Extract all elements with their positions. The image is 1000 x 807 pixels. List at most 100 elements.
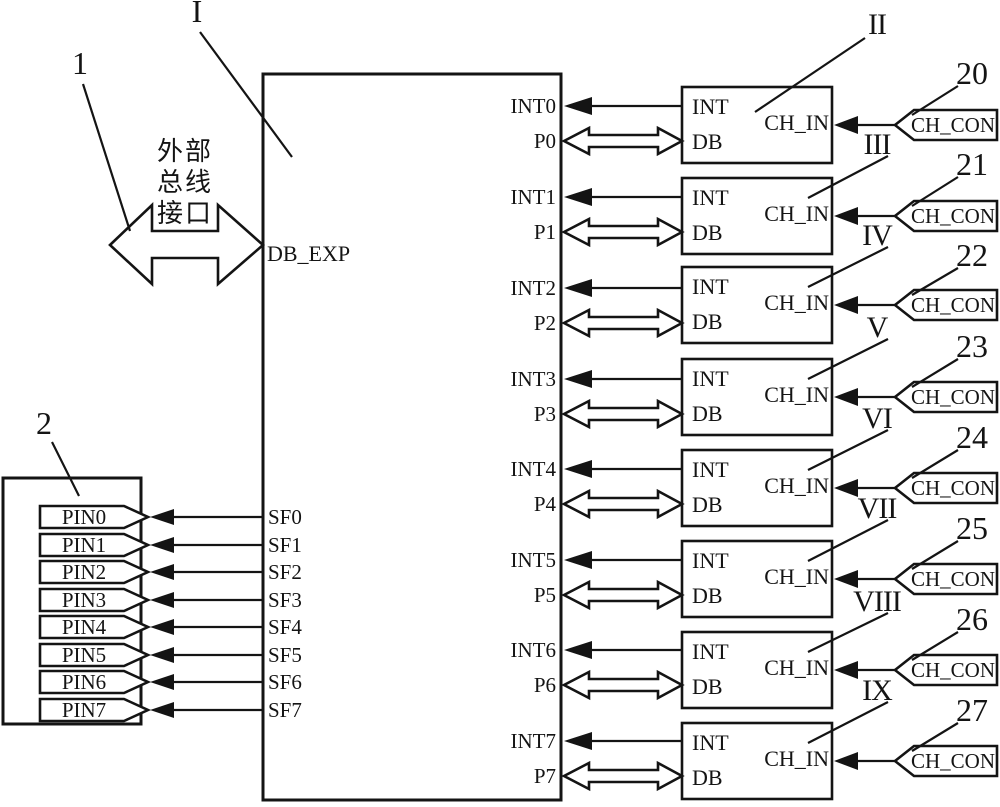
channel-db-label: DB: [692, 674, 723, 699]
ch-in-arrowhead: [834, 296, 858, 314]
pin-row-2: PIN2 SF2: [38, 559, 302, 585]
channel-7: INT DB CH_IN CH_CON 27 IX: [561, 674, 999, 801]
p-pin-label: P6: [534, 673, 556, 697]
external-bus-arrow: [108, 201, 265, 287]
pin-tag-label: PIN6: [62, 670, 106, 694]
channel-num-line: [911, 631, 959, 661]
channel-4: INT DB CH_IN CH_CON 24 VI: [561, 402, 999, 528]
ref-line-bus: [81, 83, 132, 232]
pin-tag-label: PIN5: [62, 643, 106, 667]
ch-in-arrowhead: [834, 479, 858, 497]
int-arrowhead: [564, 279, 592, 297]
pin-row-4: PIN4 SF4: [38, 614, 302, 640]
channel-db-label: DB: [692, 765, 723, 790]
channel-roman-line: [807, 701, 889, 744]
channel-num-label: 20: [956, 55, 988, 91]
pin-row-1: PIN1 SF1: [38, 532, 302, 558]
channel-num-line: [911, 722, 959, 752]
ch-con-label: CH_CON: [911, 658, 995, 682]
channel-db-label: DB: [692, 220, 723, 245]
channel-0: INT DB CH_IN CH_CON 20 II: [561, 8, 999, 165]
pin-tag-label: PIN2: [62, 560, 106, 584]
p-pin-label: P3: [534, 402, 556, 426]
channel-ch-in-label: CH_IN: [764, 201, 829, 226]
channel-roman-label: IV: [862, 219, 893, 252]
sf-arrowhead: [150, 537, 174, 553]
pin-tag-label: PIN3: [62, 588, 106, 612]
ch-in-arrowhead: [834, 570, 858, 588]
pin-tag: [38, 614, 152, 640]
channel-roman-line: [807, 519, 889, 562]
ref-label-pinbox: 2: [36, 405, 52, 441]
channel-db-label: DB: [692, 129, 723, 154]
p-pin-label: P7: [534, 764, 556, 788]
ch-con-label: CH_CON: [911, 113, 995, 137]
channel-6: INT DB CH_IN CH_CON 26 VIII: [561, 585, 999, 710]
bus-label-line3: 接口: [157, 199, 213, 228]
channel-num-line: [911, 85, 959, 116]
pin-tag: [38, 504, 152, 530]
channel-ch-in-label: CH_IN: [764, 655, 829, 680]
pin-tag-label: PIN1: [62, 533, 106, 557]
channel-block: [680, 265, 834, 345]
pin-row-5: PIN5 SF5: [38, 642, 302, 668]
ch-con-tag: [892, 653, 999, 687]
p-pin-label: P4: [534, 492, 557, 516]
channel-num-line: [911, 267, 959, 296]
int-arrowhead: [564, 460, 592, 478]
ch-in-arrowhead: [834, 116, 858, 134]
sf-arrowhead: [150, 619, 174, 635]
ch-in-arrowhead: [834, 661, 858, 679]
channel-num-label: 26: [956, 601, 988, 637]
channel-num-label: 21: [956, 146, 988, 182]
channel-num-line: [911, 358, 959, 388]
int-arrowhead: [564, 732, 592, 750]
channel-db-label: DB: [692, 309, 723, 334]
channel-num-label: 25: [956, 510, 988, 546]
channel-ch-in-label: CH_IN: [764, 382, 829, 407]
ch-con-tag: [892, 199, 999, 233]
channel-int-label: INT: [692, 274, 729, 299]
p-bus-arrow: [561, 669, 685, 701]
pin-tag: [38, 559, 152, 585]
ch-con-label: CH_CON: [911, 476, 995, 500]
ref-label-main: I: [192, 0, 203, 29]
channel-ch-in-label: CH_IN: [764, 110, 829, 135]
channel-db-label: DB: [692, 492, 723, 517]
int-pin-label: INT0: [511, 94, 557, 118]
channel-int-label: INT: [692, 548, 729, 573]
int-arrowhead: [564, 188, 592, 206]
sf-pin-label: SF0: [268, 505, 302, 529]
ref-label-bus: 1: [72, 45, 88, 81]
channel-block: [680, 448, 834, 528]
pin-row-7: PIN7 SF7: [38, 697, 302, 723]
sf-arrowhead: [150, 674, 174, 690]
channel-int-label: INT: [692, 94, 729, 119]
channel-2: INT DB CH_IN CH_CON 22 IV: [561, 219, 999, 345]
ch-in-arrowhead: [834, 752, 858, 770]
channel-roman-label: IX: [862, 674, 893, 707]
channel-roman-line: [807, 612, 889, 653]
pin-tag: [38, 642, 152, 668]
ch-con-tag: [892, 108, 999, 142]
ch-con-label: CH_CON: [911, 749, 995, 773]
channel-block: [680, 721, 834, 801]
channel-roman-line: [807, 155, 889, 199]
pin-tag: [38, 697, 152, 723]
pin-tag: [38, 532, 152, 558]
channel-block: [680, 176, 834, 256]
channel-num-label: 27: [956, 692, 988, 728]
channel-roman-line: [807, 429, 889, 471]
p-bus-arrow: [561, 488, 685, 520]
pin-row-0: PIN0 SF0: [38, 504, 302, 530]
pin-tag: [38, 669, 152, 695]
ch-con-tag: [892, 380, 999, 414]
channel-num-label: 23: [956, 328, 988, 364]
pin-row-6: PIN6 SF6: [38, 669, 302, 695]
pin-tag-label: PIN7: [62, 698, 106, 722]
sf-pin-label: SF1: [268, 533, 302, 557]
channel-roman-line: [754, 37, 866, 113]
int-arrowhead: [564, 641, 592, 659]
ch-con-tag: [892, 562, 999, 596]
